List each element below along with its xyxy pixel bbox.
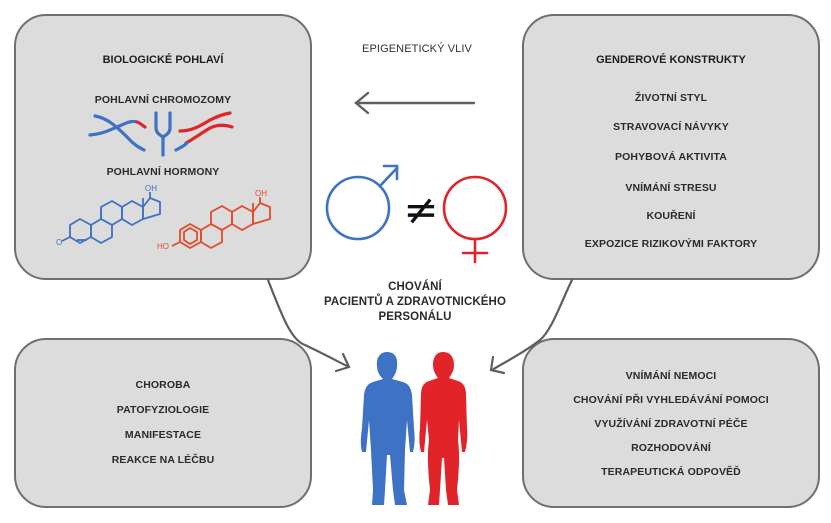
disease-item: PATOFYZIOLOGIE xyxy=(116,404,210,416)
oh-label-estradiol: OH xyxy=(255,189,267,198)
oxo-label: O xyxy=(56,238,62,247)
male-figure-icon xyxy=(360,352,415,505)
disease-item: MANIFESTACE xyxy=(124,429,202,441)
male-symbol-icon xyxy=(325,164,399,241)
not-equal-icon: ≠ xyxy=(403,185,438,234)
behavior-item: TERAPEUTICKÁ ODPOVĚĎ xyxy=(601,466,741,478)
behavior-label-line: PACIENTŮ A ZDRAVOTNICKÉHO xyxy=(323,296,507,308)
gender-item: POHYBOVÁ AKTIVITA xyxy=(615,151,727,163)
female-symbol-icon xyxy=(442,175,508,264)
sex-chromosomes-label: POHLAVNÍ CHROMOZOMY xyxy=(94,94,232,106)
gender-item: EXPOZICE RIZIKOVÝMI FAKTORY xyxy=(584,238,758,250)
female-figure-icon xyxy=(419,352,468,505)
ho-label-estradiol: HO xyxy=(157,242,169,251)
gender-item: VNÍMÁNÍ STRESU xyxy=(625,182,717,194)
behavior-item: ROZHODOVÁNÍ xyxy=(631,442,711,454)
epigenetic-influence-label: EPIGENETICKÝ VLIV xyxy=(362,43,472,55)
gender-item: KOUŘENÍ xyxy=(646,210,696,222)
connector-arrow-left xyxy=(266,278,351,373)
chromosome-y-icon xyxy=(154,111,172,157)
gender-constructs-box: GENDEROVÉ KONSTRUKTY ŽIVOTNÍ STYL STRAVO… xyxy=(522,14,820,280)
behavior-label-line: CHOVÁNÍ xyxy=(388,281,442,293)
disease-box: CHOROBA PATOFYZIOLOGIE MANIFESTACE REAKC… xyxy=(14,338,312,508)
behavior-label-line: PERSONÁLU xyxy=(378,311,452,323)
chromosome-x-male-icon xyxy=(88,114,147,152)
estradiol-molecule-icon xyxy=(171,197,271,249)
oh-label-testosterone: OH xyxy=(145,184,157,193)
sex-hormones-label: POHLAVNÍ HORMONY xyxy=(106,166,220,178)
behavior-label: CHOVÁNÍ PACIENTŮ A ZDRAVOTNICKÉHO PERSON… xyxy=(290,280,540,325)
behavior-item: CHOVÁNÍ PŘI VYHLEDÁVÁNÍ POMOCI xyxy=(573,394,769,406)
behavior-outcomes-box: VNÍMÁNÍ NEMOCI CHOVÁNÍ PŘI VYHLEDÁVÁNÍ P… xyxy=(522,338,820,508)
gender-constructs-title: GENDEROVÉ KONSTRUKTY xyxy=(596,54,746,66)
behavior-item: VNÍMÁNÍ NEMOCI xyxy=(625,370,717,382)
disease-item: REAKCE NA LÉČBU xyxy=(111,454,215,466)
gender-item: STRAVOVACÍ NÁVYKY xyxy=(613,121,729,133)
chromosome-x-female-icon xyxy=(174,111,234,152)
gender-item: ŽIVOTNÍ STYL xyxy=(634,92,708,104)
arrow-left-icon xyxy=(354,91,476,115)
behavior-item: VYUŽÍVÁNÍ ZDRAVOTNÍ PÉČE xyxy=(594,418,748,430)
testosterone-molecule-icon xyxy=(61,192,161,244)
connector-arrow-right xyxy=(489,278,574,375)
disease-item: CHOROBA xyxy=(135,379,191,391)
biological-sex-title: BIOLOGICKÉ POHLAVÍ xyxy=(102,54,224,66)
